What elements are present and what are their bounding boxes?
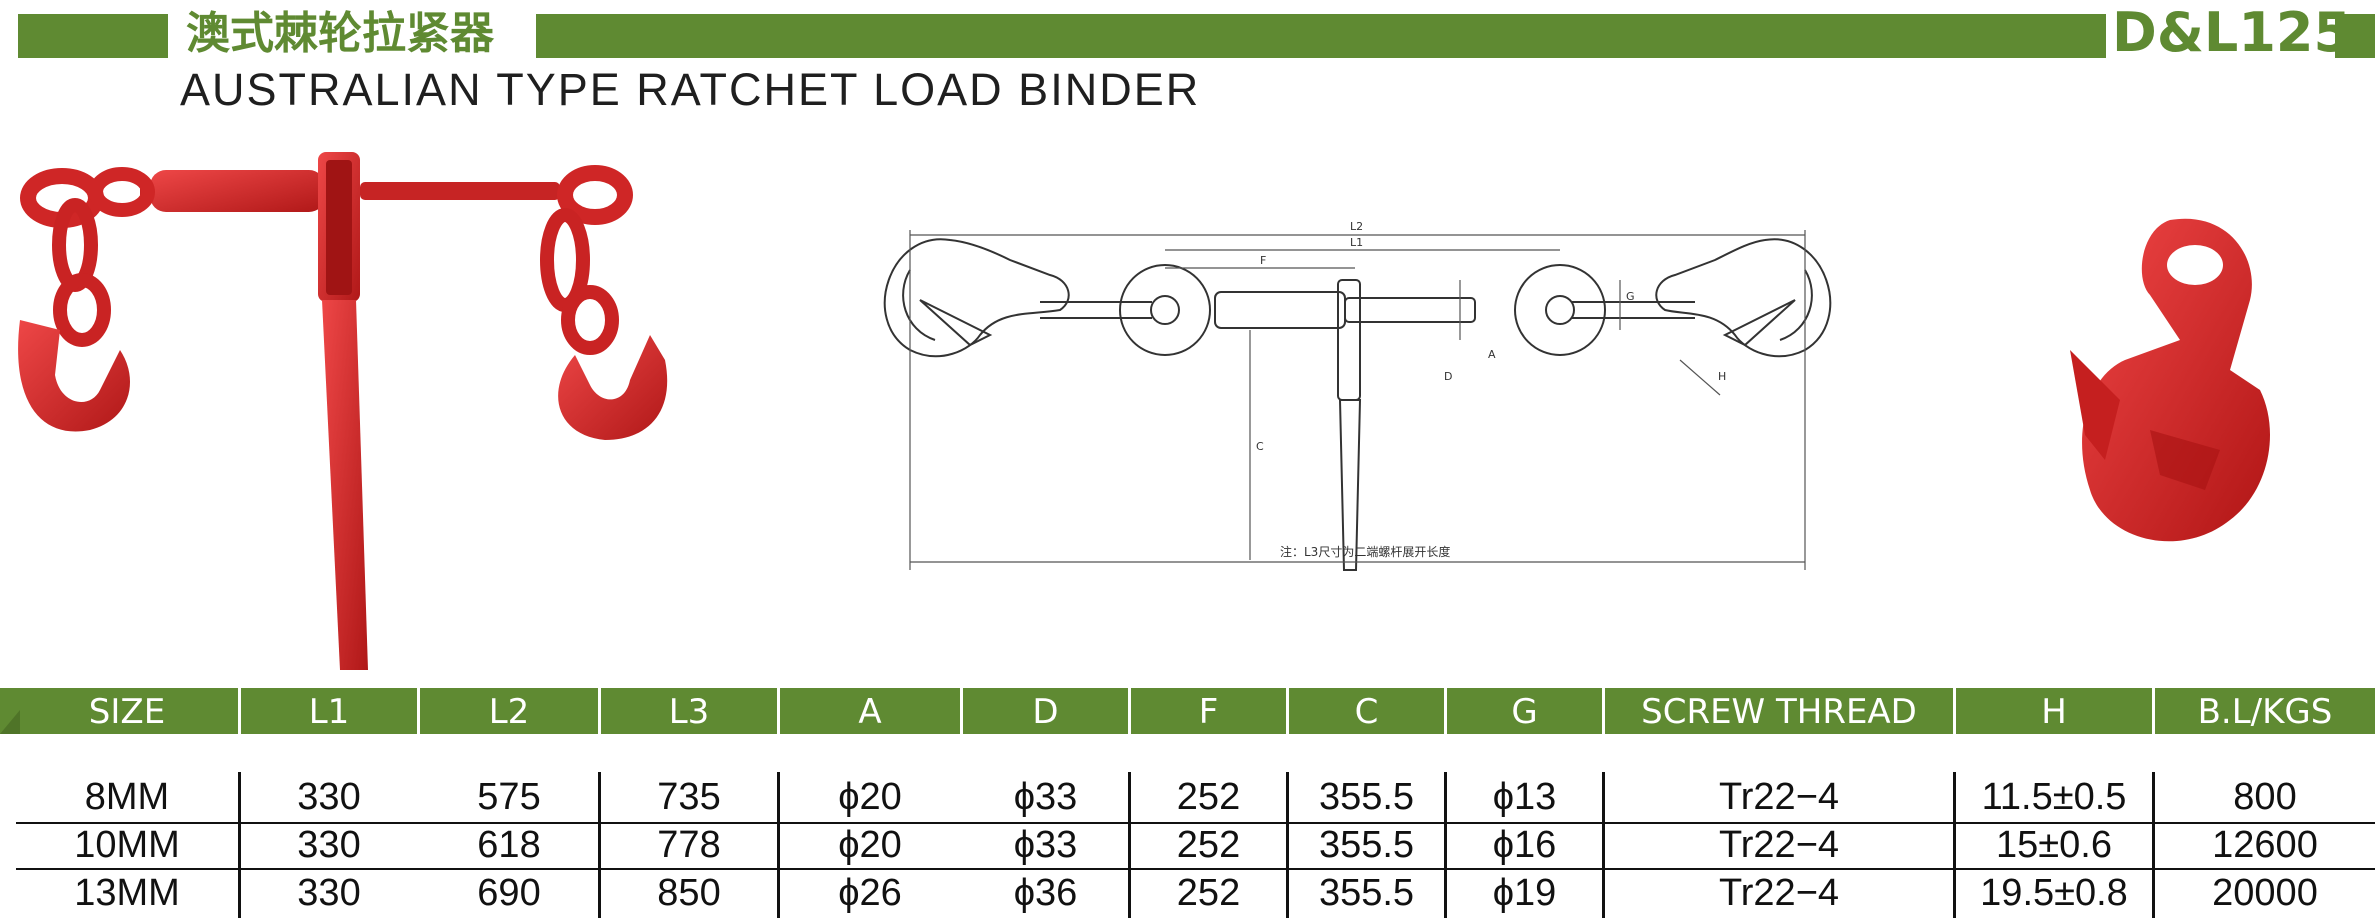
cell-l1: 330	[297, 824, 361, 866]
cell-d: ϕ36	[1013, 872, 1078, 914]
column-header-bl-kgs: B.L/KGS	[2197, 692, 2333, 732]
column-divider	[1128, 772, 1131, 918]
header-divider	[1128, 688, 1131, 734]
cell-l3: 850	[657, 872, 721, 914]
cell-bl-kgs: 800	[2233, 776, 2297, 818]
cell-d: ϕ33	[1013, 824, 1078, 866]
column-header-h: H	[2041, 692, 2067, 732]
column-divider	[598, 772, 601, 918]
row-divider	[16, 822, 2375, 824]
row-divider	[16, 868, 2375, 870]
column-header-l3: L3	[668, 692, 710, 732]
header-divider	[1953, 688, 1956, 734]
cell-bl-kgs: 20000	[2212, 872, 2318, 914]
cell-d: ϕ33	[1013, 776, 1078, 818]
cell-f: 252	[1176, 872, 1241, 914]
column-divider	[2152, 772, 2155, 918]
cell-l3: 735	[657, 776, 721, 818]
cell-bl-kgs: 12600	[2212, 824, 2318, 866]
dim-label-f: F	[1260, 254, 1266, 267]
header-band-right	[2335, 14, 2375, 58]
cell-l3: 778	[657, 824, 721, 866]
column-header-f: F	[1198, 692, 1219, 732]
dim-label-l1: L1	[1350, 236, 1363, 249]
cell-a: ϕ20	[838, 824, 902, 866]
header-band-left	[18, 14, 168, 58]
dim-label-l2: L2	[1350, 220, 1363, 233]
cell-g: ϕ19	[1492, 872, 1557, 914]
column-header-a: A	[858, 692, 882, 732]
header-divider	[1602, 688, 1605, 734]
dim-label-d: D	[1444, 370, 1452, 383]
dim-label-g: G	[1626, 290, 1635, 303]
column-divider	[238, 772, 241, 918]
cell-h: 15±0.6	[1996, 824, 2112, 866]
column-divider	[1286, 772, 1289, 918]
column-divider	[777, 772, 780, 918]
hook-photo	[2070, 218, 2270, 542]
technical-drawing: L2 L1 F G A D C H 注：L3尺寸为二端螺杆展开长度	[883, 220, 1832, 571]
title-chinese: 澳式棘轮拉紧器	[186, 8, 494, 59]
cell-l2: 575	[477, 776, 541, 818]
column-header-size: SIZE	[88, 692, 166, 732]
column-divider	[1444, 772, 1447, 918]
cell-screw-thread: Tr22−4	[1718, 824, 1840, 866]
cell-screw-thread: Tr22−4	[1718, 776, 1840, 818]
cell-screw-thread: Tr22−4	[1718, 872, 1840, 914]
header-divider	[1444, 688, 1447, 734]
model-number: D&L125	[2112, 1, 2352, 64]
cell-a: ϕ20	[838, 776, 902, 818]
cell-g: ϕ13	[1492, 776, 1557, 818]
cell-size: 8MM	[84, 776, 170, 818]
cell-c: 355.5	[1318, 824, 1415, 866]
cell-size: 13MM	[74, 872, 180, 914]
header-divider	[598, 688, 601, 734]
header-divider	[417, 688, 420, 734]
cell-l1: 330	[297, 776, 361, 818]
cell-c: 355.5	[1318, 776, 1415, 818]
column-divider	[1953, 772, 1956, 918]
cell-h: 11.5±0.5	[1981, 776, 2127, 818]
drawing-note: 注：L3尺寸为二端螺杆展开长度	[1280, 544, 1450, 559]
header-divider	[1286, 688, 1289, 734]
column-header-l2: L2	[488, 692, 530, 732]
dim-label-c: C	[1256, 440, 1264, 453]
column-header-d: D	[1032, 692, 1059, 732]
cell-a: ϕ26	[838, 872, 902, 914]
column-divider	[1602, 772, 1605, 918]
title-english: AUSTRALIAN TYPE RATCHET LOAD BINDER	[180, 64, 1201, 115]
header-band-middle	[536, 14, 2106, 58]
cell-size: 10MM	[74, 824, 180, 866]
header-divider	[2152, 688, 2155, 734]
cell-l2: 690	[477, 872, 541, 914]
cell-l1: 330	[297, 872, 361, 914]
cell-l2: 618	[477, 824, 541, 866]
ratchet-binder-photo	[18, 152, 668, 670]
cell-f: 252	[1176, 824, 1241, 866]
cell-c: 355.5	[1318, 872, 1415, 914]
column-header-screw-thread: SCREW THREAD	[1641, 692, 1917, 732]
header-bar-arrow	[0, 710, 20, 734]
dim-label-h: H	[1718, 370, 1726, 383]
cell-f: 252	[1176, 776, 1241, 818]
header-divider	[777, 688, 780, 734]
header-divider	[960, 688, 963, 734]
table-header-bar	[0, 688, 2375, 734]
column-header-c: C	[1354, 692, 1379, 732]
column-header-g: G	[1511, 692, 1538, 732]
header-divider	[238, 688, 241, 734]
dim-label-a: A	[1488, 348, 1496, 361]
cell-h: 19.5±0.8	[1980, 872, 2128, 914]
cell-g: ϕ16	[1492, 824, 1557, 866]
column-header-l1: L1	[308, 692, 350, 732]
